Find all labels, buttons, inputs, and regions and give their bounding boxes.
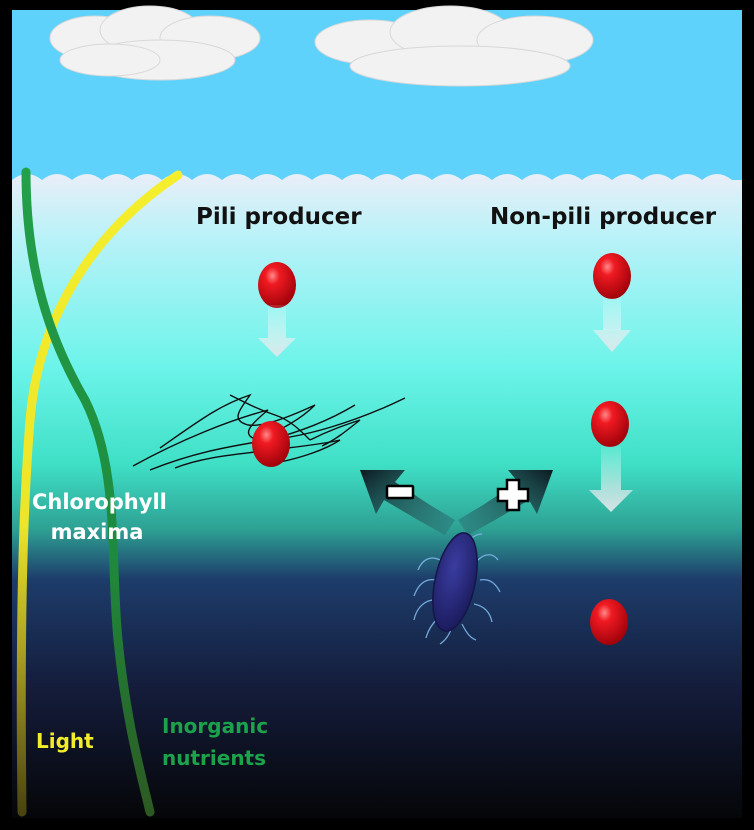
inorganic-nutrients-label: Inorganic nutrients — [162, 710, 268, 774]
pili-particle-top — [258, 262, 296, 308]
non-pili-producer-label: Non-pili producer — [490, 204, 717, 230]
minus-sign-icon — [385, 484, 415, 500]
pili-producer-label: Pili producer — [196, 204, 362, 230]
pili-down-arrow — [258, 305, 296, 357]
minus-arrow — [360, 470, 455, 535]
cloud-right — [314, 5, 594, 87]
plus-arrow — [458, 470, 553, 535]
light-label: Light — [36, 729, 94, 753]
nonpili-down-arrow-1 — [593, 298, 631, 352]
bacterium-icon — [413, 532, 501, 645]
pili-particle-trapped — [252, 421, 290, 467]
inorganic-label-line2: nutrients — [162, 746, 267, 770]
nonpili-particle-middle — [591, 401, 629, 447]
nonpili-particle-bottom — [590, 599, 628, 645]
chlorophyll-maxima-label: Chlorophyll maxima — [32, 487, 167, 547]
chlorophyll-label-line1: Chlorophyll — [32, 490, 167, 514]
nonpili-down-arrow-2 — [589, 446, 633, 512]
cloud-left — [49, 5, 261, 81]
plus-sign-icon — [496, 478, 530, 512]
light-curve — [16, 170, 183, 817]
inorganic-label-line1: Inorganic — [162, 714, 269, 738]
nutrient-curve — [21, 167, 155, 817]
chlorophyll-label-line2: maxima — [50, 520, 144, 544]
nonpili-particle-top — [593, 253, 631, 299]
